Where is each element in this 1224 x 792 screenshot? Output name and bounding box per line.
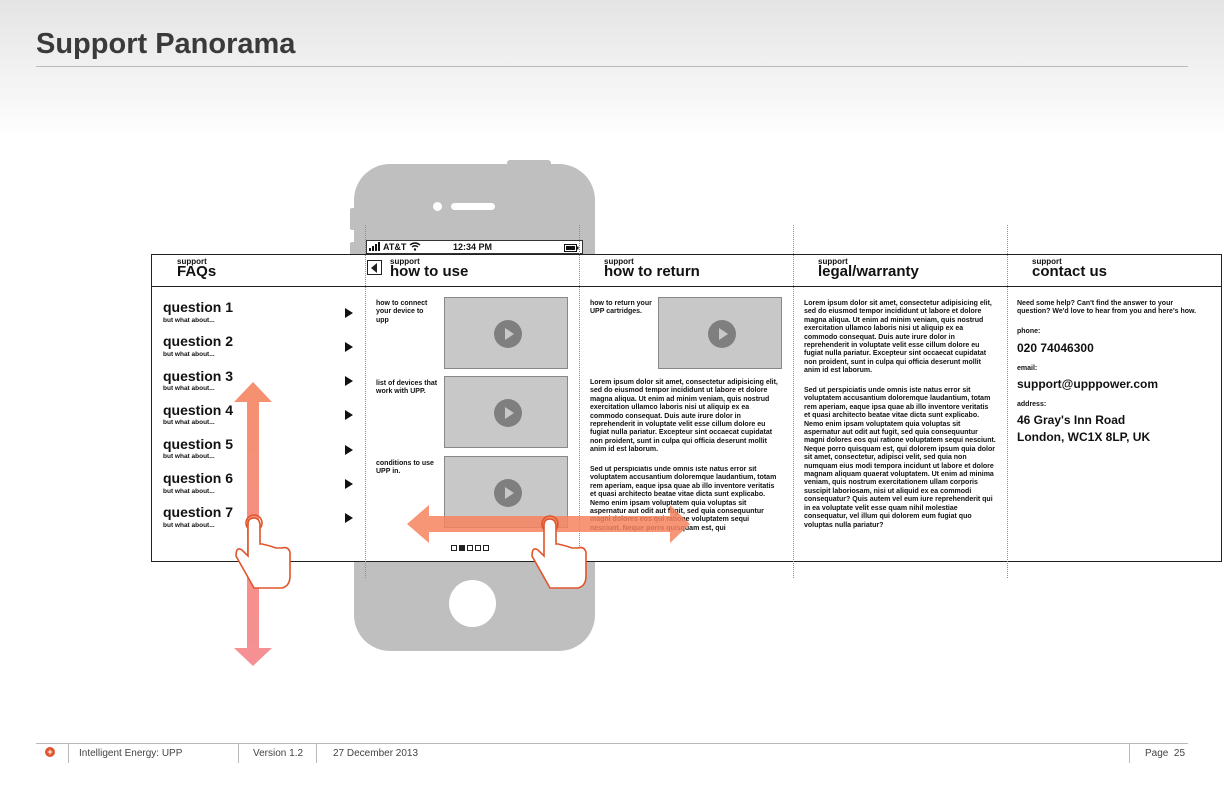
how-to-use-section-label: support [390, 257, 420, 266]
how-to-return-intro: how to return your UPP cartridges. [590, 300, 652, 316]
faq-question-3[interactable]: question 3 [163, 368, 234, 384]
play-icon[interactable] [708, 320, 736, 348]
company-logo-icon: + [45, 747, 55, 757]
signal-icon [369, 241, 383, 254]
legal-section-title: legal/warranty [818, 263, 919, 280]
contact-section-title: contact us [1032, 263, 1108, 280]
how-to-use-item-2[interactable]: list of devices that work with UPP. [376, 380, 438, 396]
email-address[interactable]: support@upppower.com [1017, 377, 1159, 391]
email-label: email: [1017, 365, 1038, 372]
footer-divider [36, 743, 1188, 744]
how-to-return-section-label: support [604, 257, 634, 266]
chevron-right-icon[interactable] [345, 376, 353, 386]
how-to-use-section-title: how to use [390, 263, 469, 280]
chevron-right-icon[interactable] [345, 513, 353, 523]
faq-question-5[interactable]: question 5 [163, 436, 234, 452]
column-guide [1007, 225, 1008, 578]
header-background [0, 0, 1224, 140]
column-guide [365, 225, 366, 578]
faq-subtitle: but what about... [163, 522, 215, 529]
faq-question-1[interactable]: question 1 [163, 299, 234, 315]
video-thumbnail[interactable] [444, 376, 568, 448]
phone-volume-down-button [350, 242, 356, 260]
wifi-icon [409, 242, 421, 254]
phone-camera [433, 202, 442, 211]
footer-page-number: Page 25 [1145, 748, 1186, 759]
faq-subtitle: but what about... [163, 385, 215, 392]
phone-power-button [507, 160, 551, 166]
play-icon[interactable] [494, 399, 522, 427]
faq-subtitle: but what about... [163, 488, 215, 495]
play-icon[interactable] [494, 479, 522, 507]
footer-version: Version 1.2 [253, 748, 304, 759]
faq-question-4[interactable]: question 4 [163, 402, 234, 418]
phone-label: phone: [1017, 328, 1041, 335]
video-thumbnail[interactable] [444, 297, 568, 369]
legal-paragraph-1: Lorem ipsum dolor sit amet, consectetur … [804, 300, 992, 375]
address-line-1: 46 Gray's Inn Road [1017, 413, 1126, 427]
footer-separator [1129, 743, 1130, 763]
contact-intro: Need some help? Can't find the answer to… [1017, 300, 1197, 316]
address-label: address: [1017, 401, 1047, 408]
chevron-right-icon[interactable] [345, 308, 353, 318]
contact-section-label: support [1032, 257, 1062, 266]
faq-question-6[interactable]: question 6 [163, 470, 234, 486]
page-dot[interactable] [451, 545, 457, 551]
title-divider [36, 66, 1188, 67]
phone-speaker [451, 203, 495, 210]
how-to-return-section-title: how to return [604, 263, 700, 280]
column-guide [793, 225, 794, 578]
chevron-right-icon[interactable] [345, 342, 353, 352]
footer-date: 27 December 2013 [333, 748, 419, 759]
faq-subtitle: but what about... [163, 453, 215, 460]
page-dot[interactable] [467, 545, 473, 551]
faqs-section-title: FAQs [177, 263, 217, 280]
faq-subtitle: but what about... [163, 351, 215, 358]
page-dot[interactable] [483, 545, 489, 551]
how-to-return-paragraph-1: Lorem ipsum dolor sit amet, consectetur … [590, 379, 778, 454]
footer-separator [238, 743, 239, 763]
faq-question-7[interactable]: question 7 [163, 504, 234, 520]
footer-company: Intelligent Energy: UPP [79, 748, 183, 759]
footer-separator [316, 743, 317, 763]
page-dot-active[interactable] [459, 545, 465, 551]
faq-subtitle: but what about... [163, 317, 215, 324]
hand-pointer-icon [235, 514, 291, 589]
phone-status-bar: AT&T 12:34 PM [366, 240, 583, 254]
legal-paragraph-2: Sed ut perspiciatis unde omnis iste natu… [804, 387, 996, 529]
page-indicator[interactable] [451, 545, 489, 551]
chevron-right-icon[interactable] [345, 410, 353, 420]
hand-pointer-icon [531, 515, 587, 589]
page-dot[interactable] [475, 545, 481, 551]
chevron-right-icon[interactable] [345, 445, 353, 455]
faq-subtitle: but what about... [163, 419, 215, 426]
clock-label: 12:34 PM [453, 242, 493, 252]
how-to-use-item-3[interactable]: conditions to use UPP in. [376, 460, 434, 476]
footer-separator [68, 743, 69, 763]
page-title: Support Panorama [36, 28, 296, 60]
faq-question-2[interactable]: question 2 [163, 333, 234, 349]
video-thumbnail[interactable] [658, 297, 782, 369]
phone-volume-up-button [350, 208, 356, 230]
phone-number[interactable]: 020 74046300 [1017, 341, 1094, 355]
column-guide [579, 225, 580, 578]
how-to-use-item-1[interactable]: how to connect your device to upp [376, 300, 428, 324]
phone-home-button [449, 580, 496, 627]
back-arrow-icon[interactable] [367, 260, 382, 275]
play-icon[interactable] [494, 320, 522, 348]
faqs-section-label: support [177, 257, 207, 266]
legal-section-label: support [818, 257, 848, 266]
chevron-right-icon[interactable] [345, 479, 353, 489]
address-line-2: London, WC1X 8LP, UK [1017, 430, 1151, 444]
panorama-header-divider [151, 286, 1221, 287]
battery-icon [564, 243, 579, 255]
carrier-label: AT&T [383, 242, 407, 252]
